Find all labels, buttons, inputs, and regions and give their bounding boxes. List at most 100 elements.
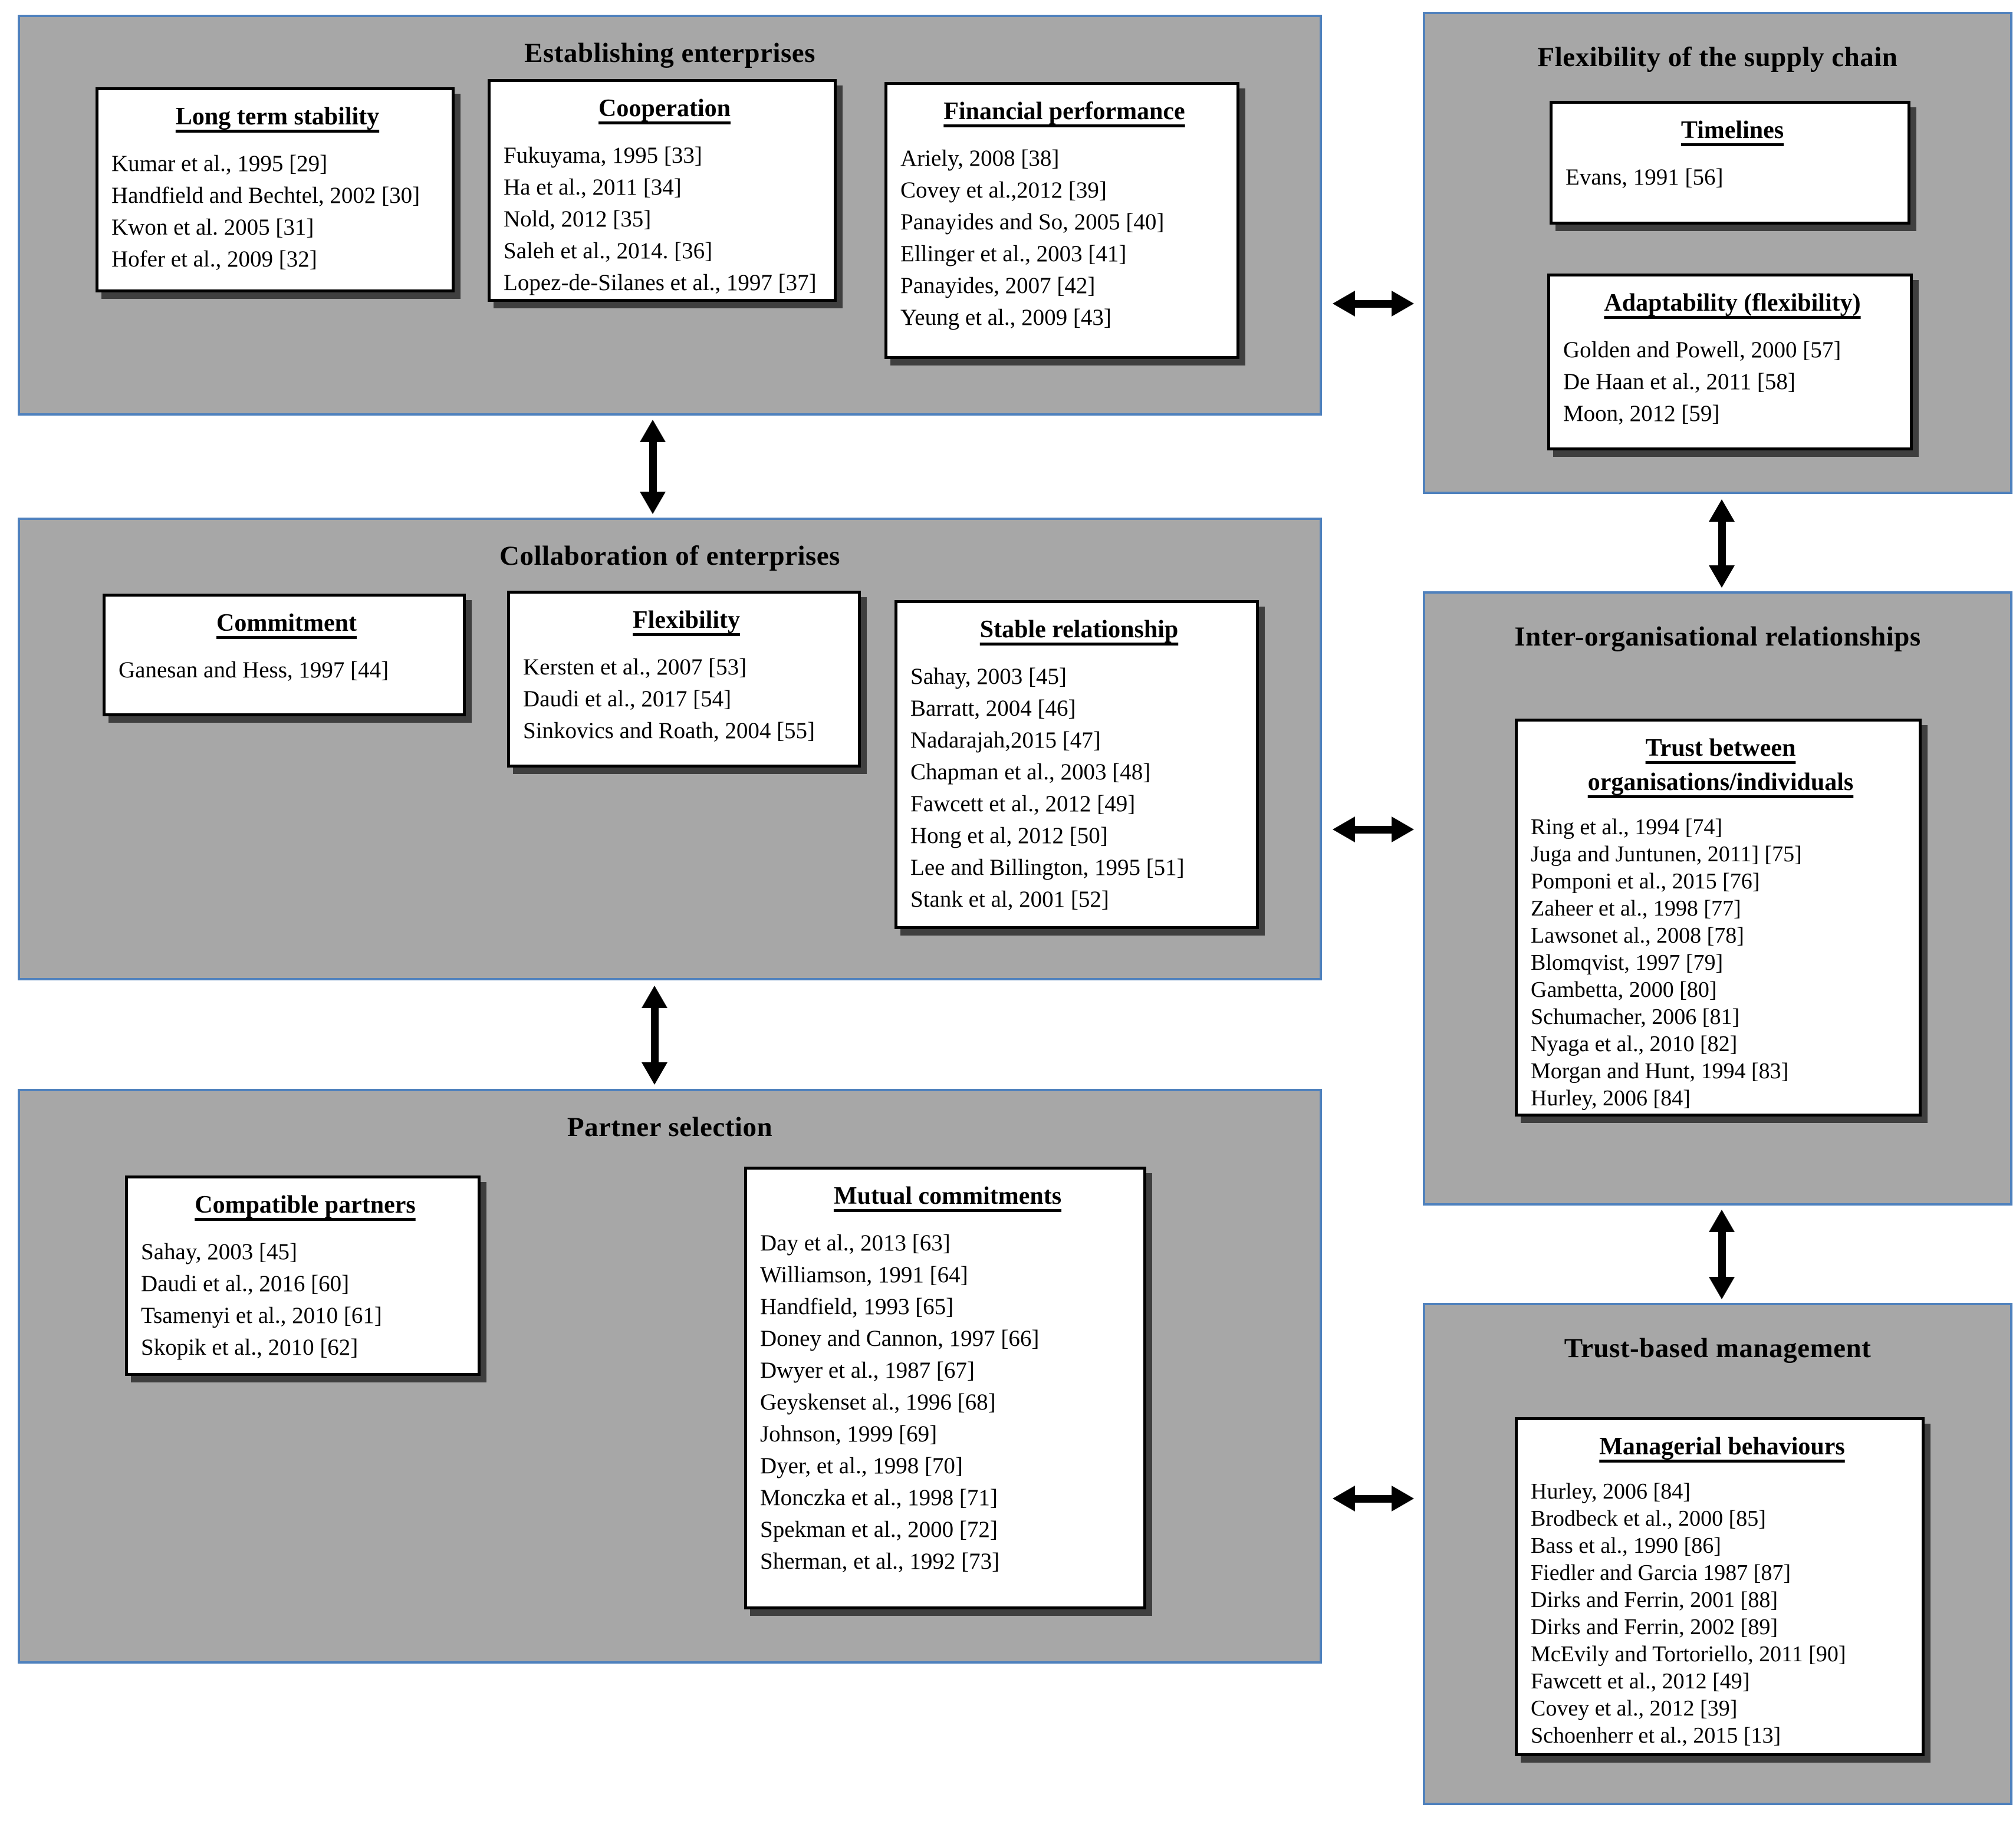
citation-line: Fukuyama, 1995 [33] (504, 143, 702, 168)
box-trust-between-organisations-individuals: Trust between organisations/individuals … (1515, 719, 1922, 1117)
panel-title-trust-based-management: Trust-based management (1564, 1333, 1872, 1364)
citation-line: Day et al., 2013 [63] (760, 1230, 951, 1256)
citation-list: Kumar et al., 1995 [29]Handfield and Bec… (111, 148, 443, 275)
citation-line: Nold, 2012 [35] (504, 206, 652, 232)
citation-list: Evans, 1991 [56] (1566, 162, 1899, 193)
panel-title-establishing-enterprises: Establishing enterprises (524, 38, 815, 68)
arrow-shaft (650, 1008, 659, 1062)
arrowhead-right-icon (1392, 291, 1414, 317)
box-managerial-behaviours: Managerial behaviours Hurley, 2006 [84]B… (1515, 1417, 1925, 1756)
citation-line: Hofer et al., 2009 [32] (111, 246, 317, 272)
arrow-shaft (649, 442, 657, 492)
citation-line: Lawsonet al., 2008 [78] (1531, 923, 1744, 948)
citation-line: Schoenherr et al., 2015 [13] (1531, 1723, 1781, 1748)
citation-line: Ring et al., 1994 [74] (1531, 815, 1723, 839)
citation-line: Juga and Juntunen, 2011] [75] (1531, 842, 1802, 867)
arrow-flexibility-interorg (1709, 499, 1735, 588)
citation-line: Gambetta, 2000 [80] (1531, 977, 1717, 1002)
arrow-shaft (1718, 1232, 1726, 1277)
citation-line: Sahay, 2003 [45] (910, 664, 1067, 689)
citation-line: Schumacher, 2006 [81] (1531, 1005, 1740, 1029)
box-stable-relationship: Stable relationship Sahay, 2003 [45] Barr… (894, 600, 1259, 929)
panel-trust-based-management: Trust-based management Managerial behavi… (1423, 1303, 2012, 1805)
citation-line: Panayides and So, 2005 [40] (900, 209, 1165, 235)
citation-line: Handfield, 1993 [65] (760, 1294, 954, 1319)
box-heading-compatible-partners: Compatible partners (195, 1191, 416, 1219)
citation-line: Johnson, 1999 [69] (760, 1421, 938, 1447)
citation-line: Evans, 1991 [56] (1566, 164, 1724, 190)
citation-line: Fawcett et al., 2012 [49] (910, 791, 1136, 816)
arrow-collaboration-interorg (1333, 816, 1414, 842)
citation-list: Ganesan and Hess, 1997 [44] (119, 654, 455, 686)
citation-line: Sinkovics and Roath, 2004 [55] (523, 718, 815, 743)
arrowhead-down-icon (1709, 565, 1735, 588)
citation-list: Kersten et al., 2007 [53]Daudi et al., 2… (523, 651, 850, 747)
arrowhead-up-icon (642, 986, 667, 1008)
arrowhead-left-icon (1333, 291, 1355, 317)
citation-list: Day et al., 2013 [63]Williamson, 1991 [6… (760, 1227, 1135, 1578)
citation-line: Moon, 2012 [59] (1563, 401, 1720, 426)
panel-title-inter-organisational-relationships: Inter-organisational relationships (1514, 621, 1921, 652)
citation-line: Sherman, et al., 1992 [73] (760, 1549, 1000, 1574)
box-heading-timelines: Timelines (1680, 117, 1784, 144)
citation-line: Doney and Cannon, 1997 [66] (760, 1326, 1040, 1351)
arrowhead-left-icon (1333, 816, 1355, 842)
box-heading-managerial-behaviours: Managerial behaviours (1599, 1433, 1845, 1460)
citation-list: Sahay, 2003 [45] Barratt, 2004 [46] Nadara… (910, 661, 1248, 916)
citation-line: Lopez-de-Silanes et al., 1997 [37] (504, 270, 817, 295)
citation-line: Hurley, 2006 [84] (1531, 1479, 1691, 1504)
citation-line: Blomqvist, 1997 [79] (1531, 950, 1724, 975)
citation-line: Brodbeck et al., 2000 [85] (1531, 1506, 1766, 1531)
panel-collaboration-of-enterprises: Collaboration of enterprises Commitment … (18, 518, 1322, 980)
arrow-partner-trustbased (1333, 1486, 1414, 1512)
citation-line: Covey et al., 2012 [39] (1531, 1696, 1738, 1721)
panel-partner-selection: Partner selection Compatible partners Sa… (18, 1089, 1322, 1664)
box-heading-mutual-commitments: Mutual commitments (833, 1183, 1062, 1210)
citation-list: Golden and Powell, 2000 [57]De Haan et a… (1563, 334, 1902, 430)
citation-line: Ha et al., 2011 [34] (504, 174, 682, 200)
citation-line: Zaheer et al., 1998 [77] (1531, 896, 1741, 921)
arrowhead-right-icon (1392, 1486, 1414, 1512)
citation-line: Morgan and Hunt, 1994 [83] (1531, 1059, 1789, 1084)
citation-line: Lee and Billington, 1995 [51] (910, 855, 1185, 880)
citation-list: Ring et al., 1994 [74] Juga and Juntunen,… (1531, 814, 1910, 1112)
box-commitment: Commitment Ganesan and Hess, 1997 [44] (103, 594, 466, 716)
citation-list: Ariely, 2008 [38]Covey et al.,2012 [39]P… (900, 143, 1228, 334)
citation-line: Ariely, 2008 [38] (900, 146, 1060, 171)
box-heading-financial-performance: Financial performance (943, 98, 1185, 125)
citation-line: Yeung et al., 2009 [43] (900, 305, 1111, 330)
citation-line: Monczka et al., 1998 [71] (760, 1485, 998, 1510)
citation-line: Golden and Powell, 2000 [57] (1563, 337, 1841, 363)
arrowhead-right-icon (1392, 816, 1414, 842)
arrowhead-up-icon (1709, 499, 1735, 522)
panel-flexibility-supply-chain: Flexibility of the supply chain Timeline… (1423, 12, 2012, 494)
box-compatible-partners: Compatible partners Sahay, 2003 [45]Daud… (125, 1175, 481, 1376)
box-flexibility: Flexibility Kersten et al., 2007 [53]Dau… (507, 591, 861, 768)
box-timelines: Timelines Evans, 1991 [56] (1550, 101, 1910, 225)
citation-line: Sahay, 2003 [45] (141, 1239, 298, 1265)
arrow-establishing-collaboration (640, 420, 666, 514)
citation-line: Kumar et al., 1995 [29] (111, 151, 328, 176)
citation-line: Dyer, et al., 1998 [70] (760, 1453, 963, 1479)
box-financial-performance: Financial performance Ariely, 2008 [38]C… (884, 82, 1239, 359)
arrow-establishing-flexibility (1333, 291, 1414, 317)
arrow-shaft (1718, 522, 1726, 565)
citation-line: Dwyer et al., 1987 [67] (760, 1358, 975, 1383)
box-cooperation: Cooperation Fukuyama, 1995 [33]Ha et al.… (488, 79, 837, 302)
citation-line: Tsamenyi et al., 2010 [61] (141, 1303, 382, 1328)
citation-line: Nyaga et al., 2010 [82] (1531, 1032, 1738, 1056)
arrow-shaft (1355, 299, 1392, 308)
box-heading-adaptability-flexibility: Adaptability (flexibility) (1604, 289, 1861, 317)
citation-list: Hurley, 2006 [84]Brodbeck et al., 2000 [… (1531, 1478, 1913, 1749)
citation-line: Geyskenset al., 1996 [68] (760, 1389, 996, 1415)
citation-line: Nadarajah,2015 [47] (910, 727, 1101, 753)
arrowhead-down-icon (642, 1062, 667, 1085)
citation-line: Stank et al, 2001 [52] (910, 887, 1109, 912)
arrow-shaft (1355, 1494, 1392, 1503)
citation-line: Ellinger et al., 2003 [41] (900, 241, 1127, 266)
panel-title-flexibility-supply-chain: Flexibility of the supply chain (1537, 42, 1898, 73)
arrow-interorg-trustbased (1709, 1210, 1735, 1299)
box-heading-trust-between-organisations-individuals: Trust between organisations/individuals (1587, 735, 1854, 796)
box-heading-stable-relationship: Stable relationship (979, 616, 1179, 643)
citation-line: Barratt, 2004 [46] (910, 696, 1076, 721)
